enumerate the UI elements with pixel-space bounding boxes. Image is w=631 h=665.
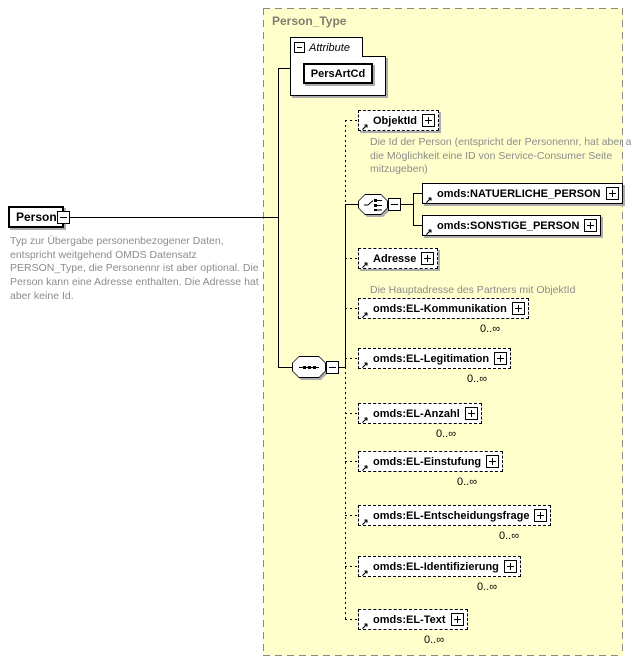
element-natuerliche-person[interactable]: ↗ omds:NATUERLICHE_PERSON: [422, 183, 623, 205]
connector-line: [278, 367, 292, 368]
expand-icon[interactable]: [421, 252, 435, 265]
expand-icon[interactable]: [584, 219, 598, 232]
element-el-einstufung-label: omds:EL-Einstufung: [373, 455, 482, 468]
element-el-entscheidungsfrage-label: omds:EL-Entscheidungsfrage: [373, 509, 530, 522]
occurrence-label: 0..∞: [467, 373, 488, 385]
collapse-toggle-choice[interactable]: [388, 198, 401, 211]
element-ref-icon: ↗: [361, 621, 369, 631]
expand-icon[interactable]: [511, 302, 525, 315]
element-person-label: Person: [16, 210, 57, 224]
collapse-toggle-attributes[interactable]: [294, 42, 305, 53]
attribute-persartcd-label: PersArtCd: [310, 67, 366, 80]
element-ref-icon: ↗: [361, 122, 369, 132]
element-ref-icon: ↗: [361, 463, 369, 473]
occurrence-label: 0..∞: [477, 581, 498, 593]
element-el-legitimation[interactable]: ↗ omds:EL-Legitimation: [358, 348, 515, 372]
element-el-anzahl-label: omds:EL-Anzahl: [373, 407, 460, 420]
expand-icon[interactable]: [534, 509, 548, 522]
connector-line: [70, 217, 278, 218]
connector-line: [278, 68, 291, 69]
element-el-text-label: omds:EL-Text: [373, 613, 446, 626]
connector-line: [413, 193, 414, 226]
attribute-persartcd[interactable]: PersArtCd: [303, 63, 373, 84]
element-ref-icon: ↗: [425, 195, 433, 205]
panel-border-bottom: [263, 655, 623, 656]
element-el-identifizierung[interactable]: ↗ omds:EL-Identifizierung: [358, 556, 524, 580]
sequence-icon: [299, 363, 319, 372]
panel-border-left: [263, 8, 264, 656]
connector-stub: [345, 358, 358, 359]
connector-trunk: [345, 204, 346, 368]
element-adresse-label: Adresse: [373, 252, 417, 265]
element-el-anzahl[interactable]: ↗ omds:EL-Anzahl: [358, 403, 485, 427]
connector-stub: [345, 619, 358, 620]
element-ref-icon: ↗: [361, 260, 369, 270]
connector-stub: [345, 258, 358, 259]
element-el-identifizierung-label: omds:EL-Identifizierung: [373, 560, 499, 573]
connector-line: [413, 225, 422, 226]
collapse-toggle-person[interactable]: [57, 211, 70, 224]
element-ref-icon: ↗: [361, 310, 369, 320]
element-ref-icon: ↗: [361, 360, 369, 370]
panel-border-right: [622, 8, 623, 656]
element-sonstige-person[interactable]: ↗ omds:SONSTIGE_PERSON: [422, 215, 602, 237]
attribute-tab[interactable]: Attribute: [290, 37, 363, 57]
connector-line: [278, 68, 279, 368]
connector-stub: [345, 566, 358, 567]
panel-title: Person_Type: [272, 14, 347, 28]
connector-line: [339, 367, 345, 368]
objektid-annotation: Die Id der Person (entspricht der Person…: [370, 136, 631, 176]
expand-icon[interactable]: [464, 407, 478, 420]
expand-icon[interactable]: [605, 187, 619, 200]
expand-icon[interactable]: [486, 455, 500, 468]
choice-icon: [364, 198, 382, 211]
element-adresse[interactable]: ↗ Adresse: [358, 248, 439, 270]
collapse-toggle-sequence[interactable]: [326, 361, 339, 374]
connector-stub: [345, 120, 358, 121]
person-annotation: Typ zur Übergabe personenbezogener Daten…: [10, 235, 259, 302]
connector-trunk: [345, 367, 346, 620]
element-el-text[interactable]: ↗ omds:EL-Text: [358, 609, 471, 633]
expand-icon[interactable]: [450, 613, 464, 626]
element-ref-icon: ↗: [361, 568, 369, 578]
occurrence-label: 0..∞: [480, 323, 501, 335]
sequence-indicator[interactable]: [292, 356, 326, 378]
occurrence-label: 0..∞: [424, 634, 445, 646]
element-ref-icon: ↗: [425, 227, 433, 237]
occurrence-label: 0..∞: [457, 476, 478, 488]
adresse-annotation: Die Hauptadresse des Partners mit Objekt…: [370, 284, 576, 296]
expand-icon[interactable]: [503, 560, 517, 573]
choice-indicator[interactable]: [358, 194, 388, 215]
element-ref-icon: ↗: [361, 415, 369, 425]
expand-icon[interactable]: [494, 352, 508, 365]
connector-stub: [345, 461, 358, 462]
person-type-panel: [263, 8, 623, 656]
connector-trunk: [345, 120, 346, 204]
element-el-legitimation-label: omds:EL-Legitimation: [373, 352, 490, 365]
connector-line: [401, 204, 413, 205]
connector-stub: [345, 308, 358, 309]
occurrence-label: 0..∞: [436, 428, 457, 440]
element-el-einstufung[interactable]: ↗ omds:EL-Einstufung: [358, 451, 507, 475]
attribute-tab-label: Attribute: [309, 41, 350, 54]
connector-line: [413, 193, 422, 194]
element-person[interactable]: Person: [8, 206, 64, 228]
element-el-kommunikation-label: omds:EL-Kommunikation: [373, 302, 507, 315]
connector-stub: [345, 515, 358, 516]
element-el-entscheidungsfrage[interactable]: ↗ omds:EL-Entscheidungsfrage: [358, 505, 555, 529]
element-sonstige-person-label: omds:SONSTIGE_PERSON: [437, 219, 580, 232]
element-objektid-label: ObjektId: [373, 114, 418, 127]
expand-icon[interactable]: [422, 114, 436, 127]
element-el-kommunikation[interactable]: ↗ omds:EL-Kommunikation: [358, 298, 532, 322]
connector-stub: [345, 204, 358, 205]
connector-stub: [345, 413, 358, 414]
element-ref-icon: ↗: [361, 517, 369, 527]
panel-border-top: [263, 8, 623, 9]
occurrence-label: 0..∞: [499, 530, 520, 542]
element-objektid[interactable]: ↗ ObjektId: [358, 110, 440, 132]
element-natuerliche-person-label: omds:NATUERLICHE_PERSON: [437, 187, 601, 200]
